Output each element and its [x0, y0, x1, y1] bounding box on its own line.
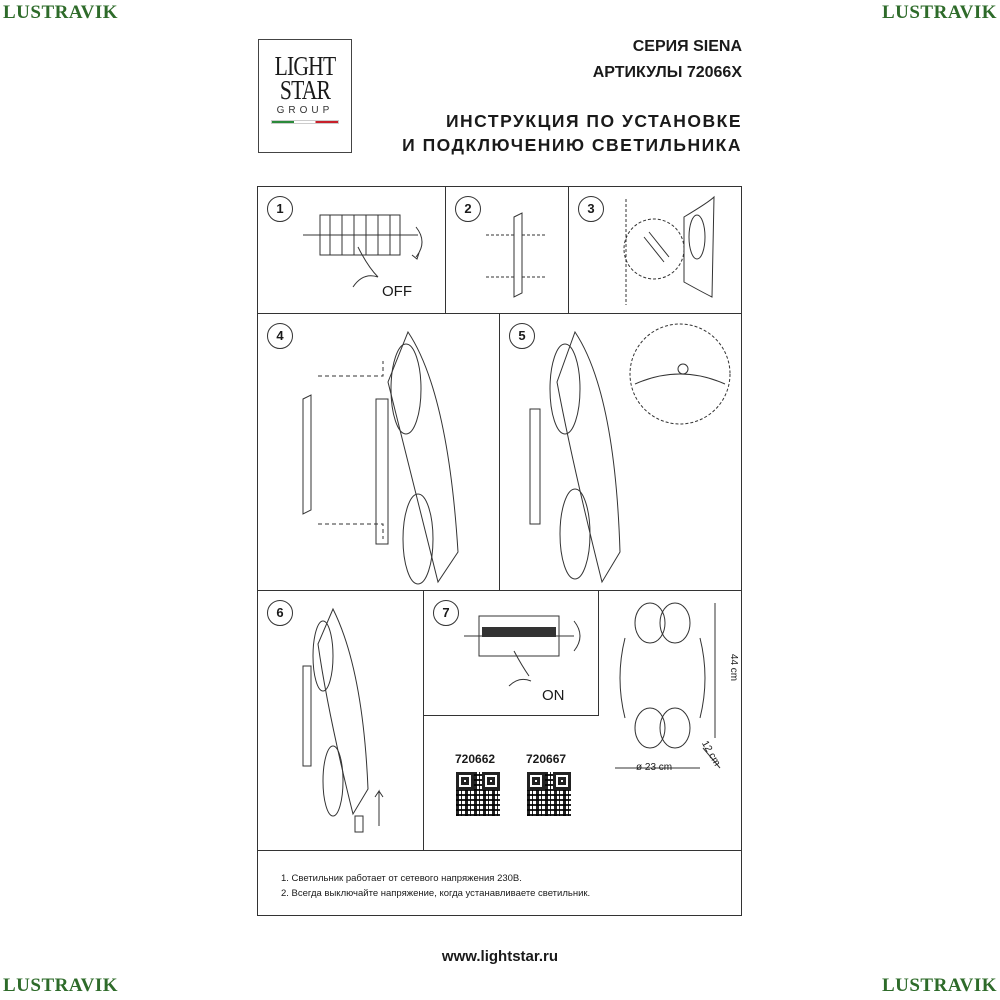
notes-divider — [257, 850, 742, 916]
off-label: OFF — [382, 283, 412, 300]
step-number: 6 — [267, 600, 293, 626]
step-4-panel: 4 — [257, 313, 500, 591]
step-3-panel: 3 — [568, 186, 742, 314]
step-6-panel: 6 — [257, 590, 424, 851]
instruction-title-2: И ПОДКЛЮЧЕНИЮ СВЕТИЛЬНИКА — [402, 135, 742, 155]
watermark-bottom-right: LUSTRAVIK — [881, 975, 997, 996]
lamp-insertion-illustration — [302, 607, 384, 833]
step-number: 2 — [455, 196, 481, 222]
screw-fixing-illustration — [529, 323, 731, 584]
mount-fixture-illustration — [302, 330, 459, 585]
on-label: ON — [542, 687, 565, 704]
watermark-bottom-left: LUSTRAVIK — [3, 975, 119, 996]
articles-title: АРТИКУЛЫ 72066X — [592, 64, 742, 81]
height-dimension: 44 cm — [728, 653, 740, 682]
step-number: 4 — [267, 323, 293, 349]
note-2: 2. Всегда выключайте напряжение, когда у… — [281, 888, 591, 899]
article-720667: 720667 — [526, 752, 567, 766]
instruction-title-1: ИНСТРУКЦИЯ ПО УСТАНОВКЕ — [445, 111, 742, 131]
note-1: 1. Светильник работает от сетевого напря… — [281, 873, 522, 884]
breaker-off-illustration — [303, 214, 423, 288]
watermark-top-left: LUSTRAVIK — [3, 2, 119, 23]
step-number: 3 — [578, 196, 604, 222]
qr-code-720662[interactable] — [456, 772, 500, 816]
breaker-on-illustration — [464, 615, 581, 687]
step-number: 7 — [433, 600, 459, 626]
step-number: 5 — [509, 323, 535, 349]
mounting-bracket-illustration — [486, 212, 546, 298]
step-1-panel: 1 OFF — [257, 186, 446, 314]
step-5-panel: 5 — [499, 313, 742, 591]
watermark-top-right: LUSTRAVIK — [881, 2, 997, 23]
step-7-panel: 7 ON — [423, 590, 599, 716]
notes: 1. Светильник работает от сетевого напря… — [281, 871, 590, 901]
step-number: 1 — [267, 196, 293, 222]
lightstar-logo: LIGHT STAR GROUP — [258, 39, 352, 153]
italian-flag-stripe — [271, 120, 339, 124]
series-title: СЕРИЯ SIENA — [632, 38, 742, 55]
qr-code-720667[interactable] — [527, 772, 571, 816]
website-link[interactable]: www.lightstar.ru — [441, 948, 559, 965]
article-720662: 720662 — [455, 752, 496, 766]
diameter-dimension: ø 23 cm — [636, 762, 673, 773]
step-2-panel: 2 — [445, 186, 569, 314]
wiring-connection-illustration — [623, 195, 715, 305]
dimensions-drawing — [615, 602, 721, 769]
